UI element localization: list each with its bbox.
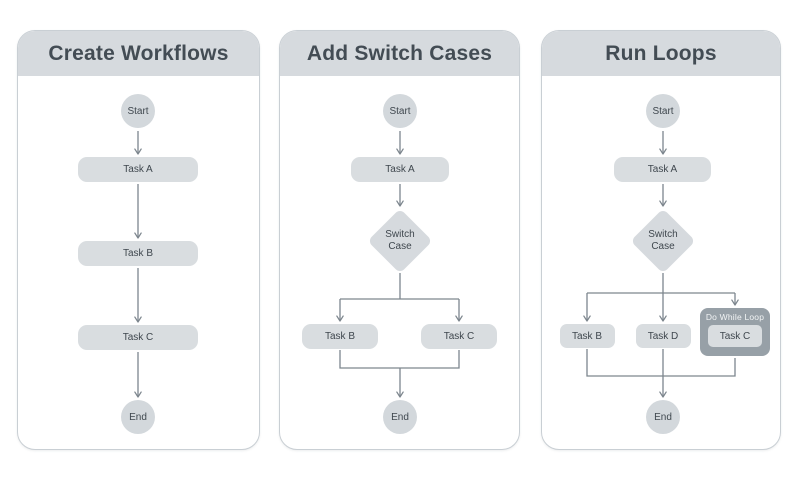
- do-while-loop-label: Do While Loop: [705, 311, 765, 322]
- end-node: End: [646, 400, 680, 434]
- task-d-node: Task D: [635, 324, 691, 348]
- panel-create-workflows: Create Workflows Start Task A Task B Tas…: [17, 30, 260, 450]
- start-node: Start: [646, 94, 680, 128]
- end-node: End: [121, 400, 155, 434]
- start-node: Start: [121, 94, 155, 128]
- panel-title: Run Loops: [542, 31, 780, 76]
- task-a-node: Task A: [78, 157, 198, 182]
- task-c-node: Task C: [421, 324, 497, 349]
- task-a-node: Task A: [351, 157, 449, 182]
- switch-case-node: Switch Case: [367, 208, 433, 274]
- task-c-node: Task C: [708, 325, 762, 347]
- flow-canvas: Start Task A Switch Case Task B Task C E…: [280, 31, 519, 449]
- flow-canvas: Start Task A Switch Case Task B Task D D…: [542, 31, 780, 449]
- panel-add-switch-cases: Add Switch Cases Start Task A Switch Ca: [279, 30, 520, 450]
- task-a-node: Task A: [614, 157, 711, 182]
- task-b-node: Task B: [78, 241, 198, 266]
- end-node: End: [383, 400, 417, 434]
- flow-canvas: Start Task A Task B Task C End: [18, 31, 259, 449]
- task-b-node: Task B: [559, 324, 615, 348]
- panel-run-loops: Run Loops Start Task A Switch Case: [541, 30, 781, 450]
- start-node: Start: [383, 94, 417, 128]
- switch-case-label: Switch Case: [648, 229, 678, 252]
- panel-title: Add Switch Cases: [280, 31, 519, 76]
- switch-case-node: Switch Case: [630, 208, 696, 274]
- switch-case-label: Switch Case: [385, 229, 415, 252]
- panel-title: Create Workflows: [18, 31, 259, 76]
- task-c-node: Task C: [78, 325, 198, 350]
- task-b-node: Task B: [302, 324, 378, 349]
- do-while-loop-container: Do While Loop Task C: [700, 308, 770, 356]
